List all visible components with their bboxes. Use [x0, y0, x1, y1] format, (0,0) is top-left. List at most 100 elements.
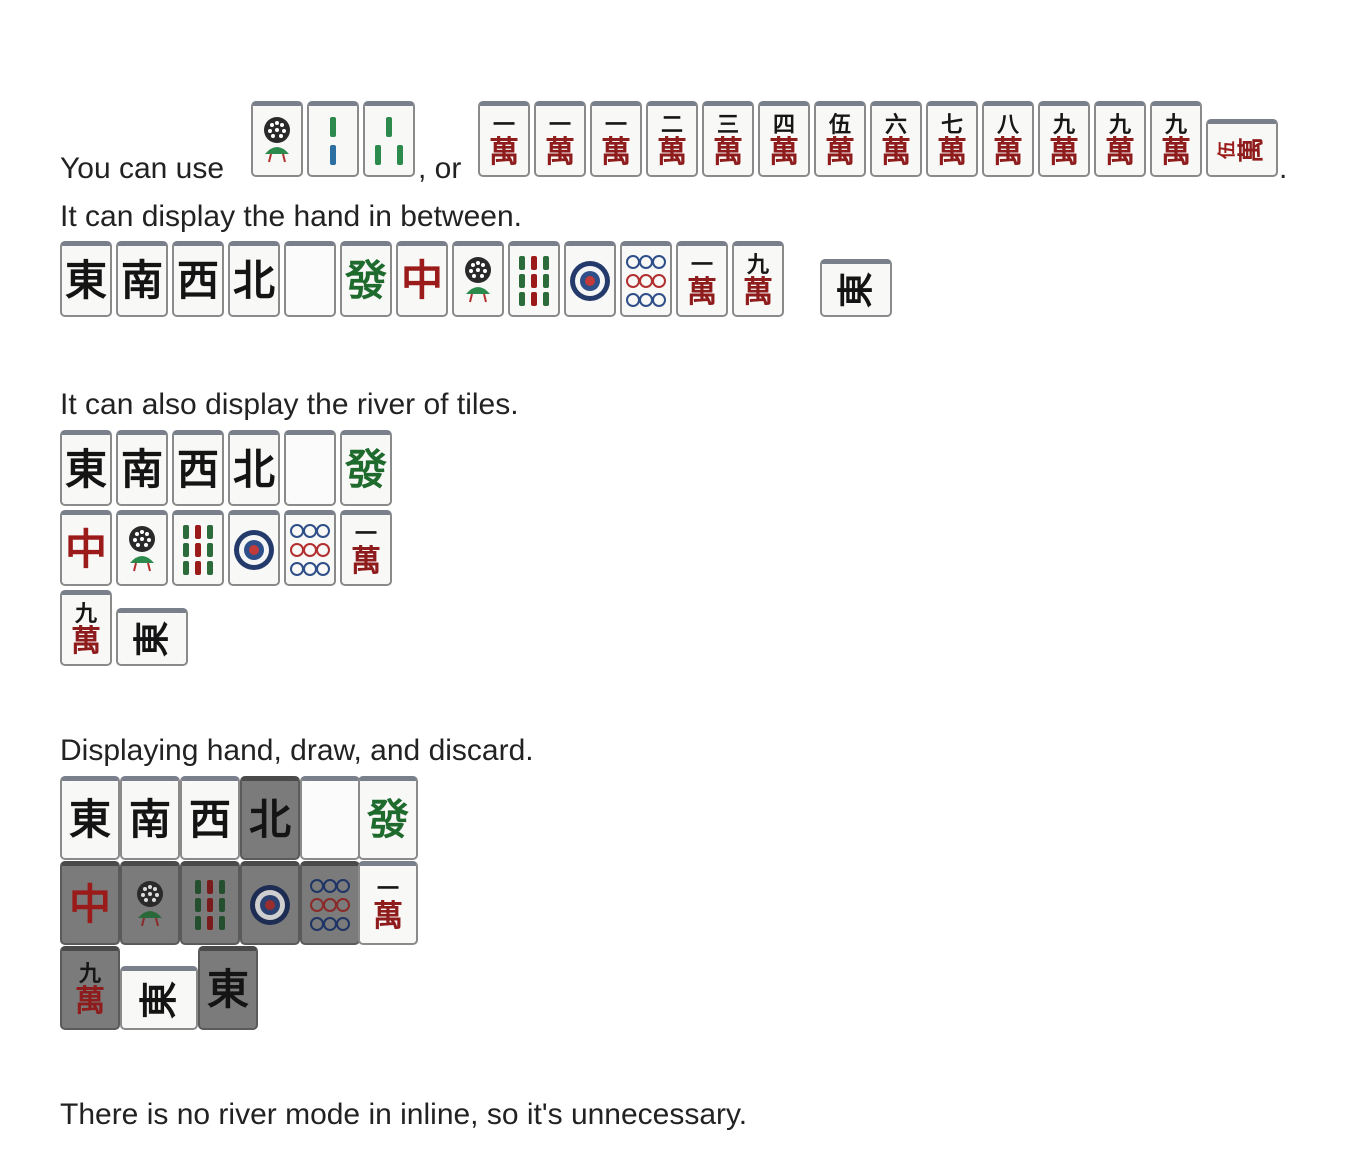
- tile-glyph: 西: [188, 794, 231, 844]
- tile-glyph: 南: [128, 794, 171, 844]
- tile-number: 伍: [1216, 140, 1238, 159]
- tile-wan: 萬: [1105, 134, 1135, 170]
- tile-sou-1: [251, 101, 303, 177]
- tile-glyph: 中: [64, 524, 107, 574]
- tile-number: 一: [548, 111, 571, 138]
- bamboo-9-icon: [183, 524, 213, 575]
- tile-man-1a: 一萬: [478, 101, 530, 177]
- discard-tile-green-dragon: 發: [358, 776, 418, 860]
- tile-number: 一: [376, 875, 399, 902]
- river-tile-east: 東: [60, 430, 112, 506]
- tile-wan: 萬: [1049, 134, 1079, 170]
- tile-glyph: 東: [64, 255, 107, 305]
- tile-number: 一: [354, 520, 377, 547]
- tile-number: 七: [940, 111, 963, 138]
- discard-tile-north-dimmed: 北: [240, 776, 300, 860]
- tile-glyph: 中: [400, 255, 443, 305]
- river-tile-east-sideways: 東: [116, 608, 188, 666]
- bamboo-2-icon: [330, 116, 336, 165]
- pin-circle-icon: [234, 529, 274, 570]
- tile-man-7: 七萬: [926, 101, 978, 177]
- tile-number: 六: [884, 111, 907, 138]
- peacock-icon: [137, 880, 163, 926]
- tile-wan: 萬: [489, 134, 519, 170]
- pin-9-icon: [626, 254, 666, 307]
- tile-wan: 萬: [937, 134, 967, 170]
- tile-glyph: 東: [130, 620, 173, 657]
- discard-tile-white-dragon: [300, 776, 360, 860]
- tile-man-8: 八萬: [982, 101, 1034, 177]
- tile-west: 西: [172, 241, 224, 317]
- tile-south: 南: [116, 241, 168, 317]
- tile-man-4: 四萬: [758, 101, 810, 177]
- river-tile-sou-1: [116, 510, 168, 586]
- tile-wan: 萬: [373, 898, 403, 934]
- tile-number: 一: [604, 111, 627, 138]
- discard-caption: Displaying hand, draw, and discard.: [60, 734, 534, 767]
- tile-number: 九: [78, 960, 101, 987]
- tile-wan: 萬: [687, 274, 717, 310]
- pin-9-icon: [310, 878, 350, 931]
- discard-tile-red-dragon-dimmed: 中: [60, 861, 120, 945]
- footer-text: There is no river mode in inline, so it'…: [60, 1098, 748, 1131]
- tile-glyph: 發: [366, 794, 409, 844]
- tile-number: 一: [690, 251, 713, 278]
- tile-glyph: 南: [120, 255, 163, 305]
- pin-9-icon: [290, 523, 330, 576]
- tile-glyph: 發: [344, 444, 387, 494]
- river-tile-man-1: 一萬: [340, 510, 392, 586]
- tile-pin-1: [564, 241, 616, 317]
- discard-tile-pin-1-dimmed: [240, 861, 300, 945]
- discard-tile-west: 西: [180, 776, 240, 860]
- tile-glyph: 東: [135, 980, 181, 1019]
- tile-wan: 萬: [75, 983, 105, 1019]
- tile-east-sideways: 東: [820, 259, 892, 317]
- tile-wan: 萬: [993, 134, 1023, 170]
- tile-number: 三: [716, 111, 739, 138]
- discard-tile-man-1: 一萬: [358, 861, 418, 945]
- tile-glyph: 西: [176, 444, 219, 494]
- river-tile-white-dragon: [284, 430, 336, 506]
- tile-man-5-red-sideways: 伍萬: [1206, 119, 1278, 177]
- intro-text: You can use: [60, 152, 225, 185]
- tile-glyph: 西: [176, 255, 219, 305]
- discard-tile-east: 東: [60, 776, 120, 860]
- hand-caption: It can display the hand in between.: [60, 200, 522, 233]
- or-text: , or: [418, 152, 462, 185]
- bamboo-9-icon: [519, 255, 549, 306]
- tile-wan: 萬: [1236, 136, 1267, 163]
- pin-circle-icon: [250, 884, 290, 925]
- tile-glyph: 中: [68, 879, 111, 929]
- river-tile-green-dragon: 發: [340, 430, 392, 506]
- discard-tile-south: 南: [120, 776, 180, 860]
- peacock-icon: [129, 525, 155, 571]
- tile-wan: 萬: [1161, 134, 1191, 170]
- pin-circle-icon: [570, 260, 610, 301]
- tile-red-dragon: 中: [396, 241, 448, 317]
- tile-glyph: 東: [64, 444, 107, 494]
- discard-tile-east-sideways: 東: [120, 966, 198, 1030]
- tile-number: 九: [1108, 111, 1131, 138]
- tile-sou-3: [363, 101, 415, 177]
- tile-sou-1: [452, 241, 504, 317]
- tile-wan: 萬: [743, 274, 773, 310]
- tile-glyph: 發: [344, 255, 387, 305]
- tile-glyph: 東: [68, 794, 111, 844]
- tile-number: 九: [1164, 111, 1187, 138]
- tile-number: 一: [492, 111, 515, 138]
- river-tile-west: 西: [172, 430, 224, 506]
- discard-tile-man-9-dimmed: 九萬: [60, 946, 120, 1030]
- tile-man-6: 六萬: [870, 101, 922, 177]
- river-tile-man-9: 九萬: [60, 590, 112, 666]
- tile-man-3: 三萬: [702, 101, 754, 177]
- tile-sou-9: [508, 241, 560, 317]
- tile-glyph: 東: [206, 964, 249, 1014]
- tile-number: 八: [996, 111, 1019, 138]
- tile-glyph: 北: [232, 255, 275, 305]
- tile-man-9c: 九萬: [1150, 101, 1202, 177]
- discard-tile-sou-9-dimmed: [180, 861, 240, 945]
- tile-man-2: 二萬: [646, 101, 698, 177]
- tile-east: 東: [60, 241, 112, 317]
- bamboo-3-icon: [375, 116, 403, 165]
- river-tile-pin-1: [228, 510, 280, 586]
